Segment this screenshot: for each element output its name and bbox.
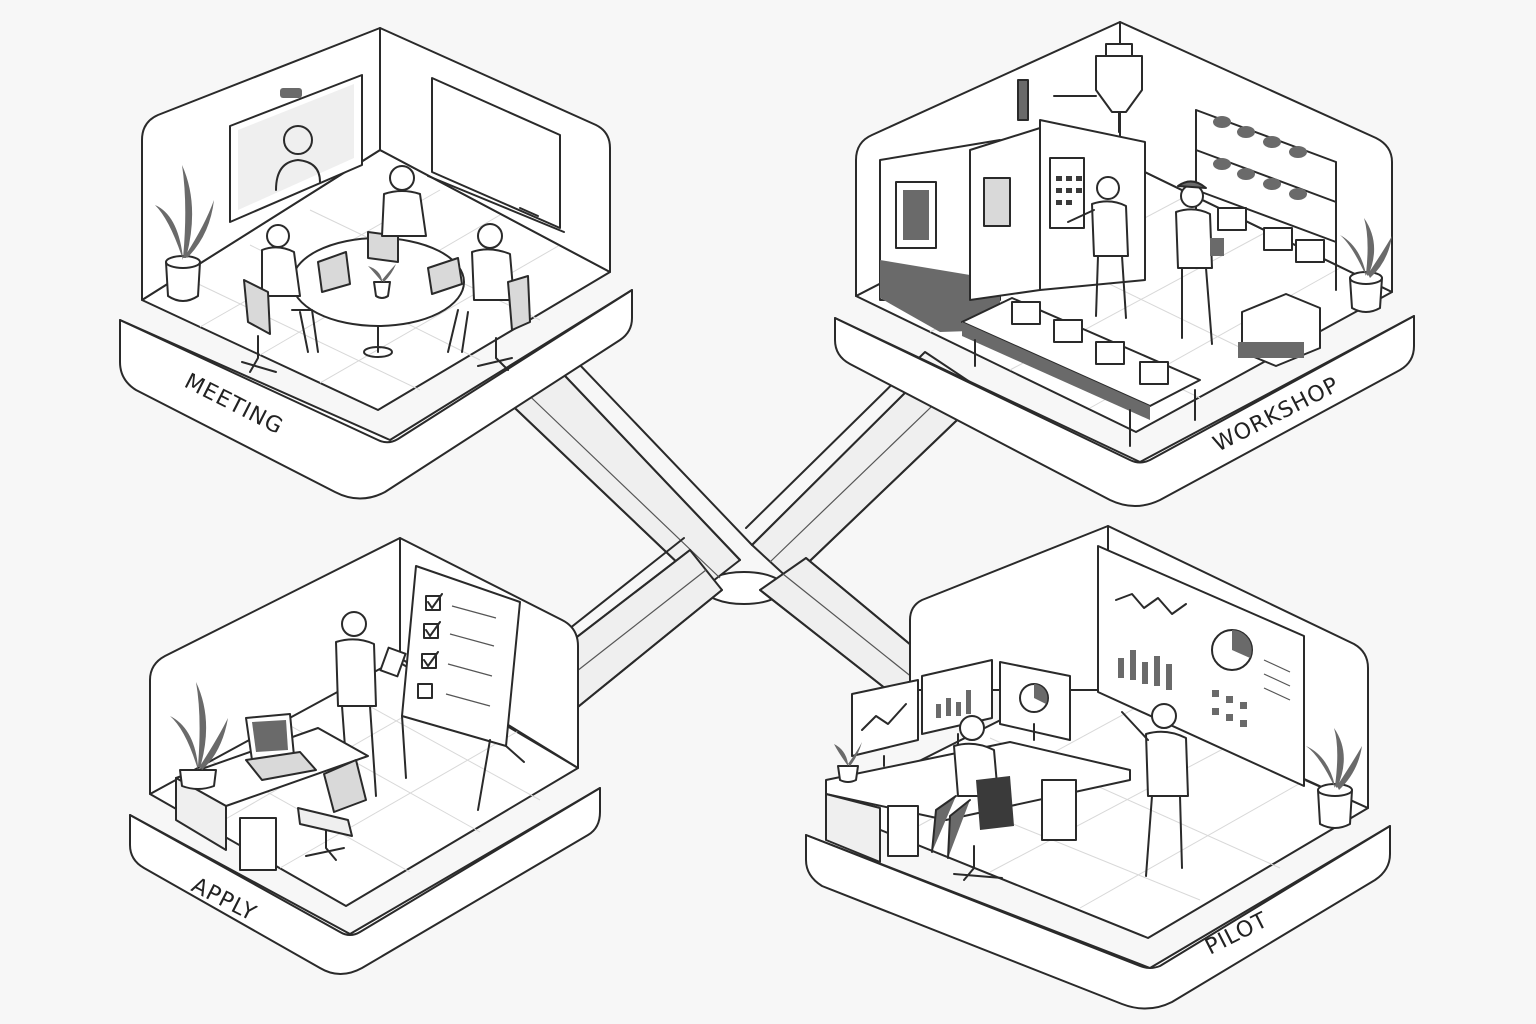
person-meeting-2 — [241, 224, 319, 373]
stair-pilot — [759, 557, 936, 701]
potted-plant-icon — [1340, 218, 1392, 313]
stair-apply — [554, 537, 723, 716]
zone-workshop: WORKSHOP — [834, 21, 1415, 507]
potted-plant-icon — [170, 682, 228, 790]
person-meeting-3 — [447, 223, 531, 371]
person-workshop-1 — [1067, 176, 1129, 319]
person-meeting-1 — [381, 165, 427, 237]
potted-plant-icon — [1306, 728, 1362, 829]
person-apply — [335, 611, 407, 797]
potted-plant-icon — [155, 165, 214, 302]
stair-workshop — [745, 351, 983, 581]
zone-meeting: MEETING — [119, 27, 633, 500]
line-chart-icon — [1115, 593, 1187, 615]
zone-pilot: PILOT — [805, 525, 1391, 1010]
zone-apply: APPLY — [129, 537, 601, 975]
potted-plant-icon — [834, 742, 862, 783]
checklist — [417, 593, 497, 707]
person-workshop-2 — [1175, 180, 1224, 345]
person-avatar-icon — [275, 125, 321, 191]
person-pilot-seated — [931, 715, 1014, 881]
pie-chart-icon — [1211, 629, 1253, 671]
person-pilot-standing — [1121, 703, 1189, 877]
